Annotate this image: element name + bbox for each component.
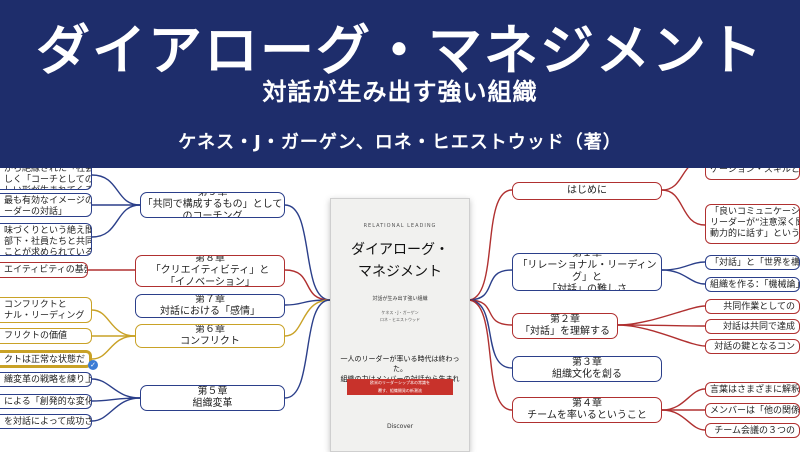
- leaf-ch1-2[interactable]: 組織を作る：「機械論」から: [705, 277, 800, 292]
- node-chapter-5[interactable]: 第５章 組織変革: [140, 385, 285, 411]
- book-title-line: ダイアローグ・: [351, 242, 449, 258]
- leaf-label: 共同作業としての: [723, 302, 795, 312]
- leaf-label: チーム会議の３つの: [714, 426, 795, 436]
- node-label: 第８章 「クリエイティビティ」と 「イノベーション」: [150, 255, 270, 287]
- leaf-ch4-3[interactable]: チーム会議の３つの: [705, 423, 800, 438]
- leaf-label: メンバーは「他の関係」も: [710, 406, 800, 416]
- leaf-label: コンフリクトと ナル・リーディング: [4, 300, 85, 321]
- leaf-ch6-1[interactable]: コンフリクトと ナル・リーディング: [0, 297, 92, 323]
- leaf-label: 対話の鍵となるコン: [714, 342, 795, 352]
- book-red-band: 欧米のリーダーシップ本の常識を 覆す、組織開発の新潮流: [347, 379, 453, 395]
- leaf-ch2-3[interactable]: 対話の鍵となるコン: [705, 339, 800, 354]
- node-intro[interactable]: はじめに: [512, 182, 662, 200]
- node-label: 第２章 「対話」を理解する: [520, 314, 610, 337]
- page-subtitle: 対話が生み出す強い組織: [262, 78, 538, 106]
- book-subtitle: 対話が生み出す強い組織: [372, 296, 428, 302]
- book-lead-line: 一人のリーダーが率いる時代は終わった。: [340, 355, 460, 373]
- leaf-ch2-1[interactable]: 共同作業としての: [705, 299, 800, 314]
- leaf-ch4-2[interactable]: メンバーは「他の関係」も: [705, 403, 800, 418]
- leaf-ch8-1[interactable]: エイティビティの基盤: [0, 262, 88, 278]
- node-chapter-1[interactable]: 第１章 「リレーショナル・リーディング」と 「対話」の難しさ: [512, 253, 662, 291]
- leaf-ch6-2[interactable]: フリクトの価値: [0, 328, 92, 344]
- node-label: 第７章 対話における「感情」: [160, 294, 260, 317]
- check-icon: ✓: [88, 360, 98, 370]
- node-label: 第１章 「リレーショナル・リーディング」と 「対話」の難しさ: [517, 253, 657, 291]
- book-author: ロネ・ヒエストウッド: [380, 317, 420, 322]
- leaf-ch2-2[interactable]: 対話は共同で達成: [705, 319, 800, 334]
- node-label: はじめに: [567, 185, 607, 196]
- leaf-label: 言葉はさまざまに解釈: [710, 385, 800, 395]
- node-chapter-2[interactable]: 第２章 「対話」を理解する: [512, 313, 618, 339]
- node-chapter-3[interactable]: 第３章 組織文化を創る: [512, 356, 662, 382]
- book-title-line: マネジメント: [358, 264, 442, 280]
- leaf-label: 組織を作る：「機械論」から: [710, 280, 799, 290]
- leaf-label: 織変革の戦略を練り上げる: [4, 375, 91, 385]
- node-label: 第４章 チームを率いるということ: [527, 398, 647, 421]
- node-label: 第３章 組織文化を創る: [552, 357, 622, 380]
- book-series-label: RELATIONAL LEADING: [363, 223, 437, 229]
- page-title: ダイアローグ・マネジメント: [36, 19, 764, 82]
- book-authors: ケネス・J・ガーゲン ロネ・ヒエストウッド: [331, 309, 469, 323]
- book-title: ダイアローグ・ マネジメント: [331, 239, 469, 283]
- node-chapter-6[interactable]: 第６章 コンフリクト: [135, 324, 285, 348]
- node-chapter-9[interactable]: 第９章 「共同で構成するもの」としてのコーチング: [140, 192, 285, 218]
- leaf-ch4-1[interactable]: 言葉はさまざまに解釈: [705, 382, 800, 397]
- authors-line: ケネス・J・ガーゲン、ロネ・ヒエストウッド（著）: [178, 132, 622, 153]
- node-chapter-7[interactable]: 第７章 対話における「感情」: [135, 294, 285, 318]
- node-label: 第５章 組織変革: [192, 386, 233, 409]
- leaf-ch5-1[interactable]: 織変革の戦略を練り上げる: [0, 372, 92, 387]
- book-band-line: 覆す、組織開発の新潮流: [378, 388, 422, 393]
- leaf-ch5-2[interactable]: による「創発的な変化」: [0, 394, 92, 409]
- publisher-logo: Discover: [386, 423, 414, 430]
- leaf-label: 味づくりという絶え間ない 部下・社員たちと共同で ことが求められている: [4, 226, 92, 256]
- node-label: 第９章 「共同で構成するもの」としてのコーチング: [142, 192, 283, 218]
- leaf-label: 対話は共同で達成: [722, 322, 795, 332]
- leaf-ch5-3[interactable]: を対話によって成功させる: [0, 414, 92, 429]
- leaf-ch6-3-selected[interactable]: クトは正常な状態だ: [0, 350, 92, 368]
- leaf-ch9-3[interactable]: 味づくりという絶え間ない 部下・社員たちと共同で ことが求められている: [0, 223, 92, 256]
- leaf-label: フリクトの価値: [4, 331, 68, 341]
- node-chapter-4[interactable]: 第４章 チームを率いるということ: [512, 397, 662, 423]
- leaf-label: 「良いコミュニケーション」 リーダーが“注意深く聞い.. 動力的に話す」というだ…: [710, 207, 800, 239]
- leaf-label: による「創発的な変化」: [4, 397, 91, 407]
- leaf-label: 「対話」と「世界を構成する: [710, 258, 800, 268]
- header-banner: ダイアローグ・マネジメント 対話が生み出す強い組織 ケネス・J・ガーゲン、ロネ・…: [0, 0, 800, 168]
- book-band-line: 欧米のリーダーシップ本の常識を: [370, 380, 430, 385]
- leaf-label: クトは正常な状態だ: [4, 355, 86, 365]
- leaf-intro-2[interactable]: 「良いコミュニケーション」 リーダーが“注意深く聞い.. 動力的に話す」というだ…: [705, 204, 800, 244]
- book-cover[interactable]: RELATIONAL LEADING ダイアローグ・ マネジメント 対話が生み出…: [330, 198, 470, 452]
- book-author: ケネス・J・ガーゲン: [381, 310, 419, 315]
- leaf-ch1-1[interactable]: 「対話」と「世界を構成する: [705, 255, 800, 270]
- leaf-label: 最も有効なイメージの１つが ーダーの対話」: [4, 196, 91, 217]
- leaf-ch9-2[interactable]: 最も有効なイメージの１つが ーダーの対話」: [0, 193, 92, 217]
- node-chapter-8[interactable]: 第８章 「クリエイティビティ」と 「イノベーション」: [135, 255, 285, 287]
- node-label: 第６章 コンフリクト: [180, 324, 240, 347]
- leaf-label: エイティビティの基盤: [4, 265, 88, 275]
- leaf-label: を対話によって成功させる: [4, 417, 91, 427]
